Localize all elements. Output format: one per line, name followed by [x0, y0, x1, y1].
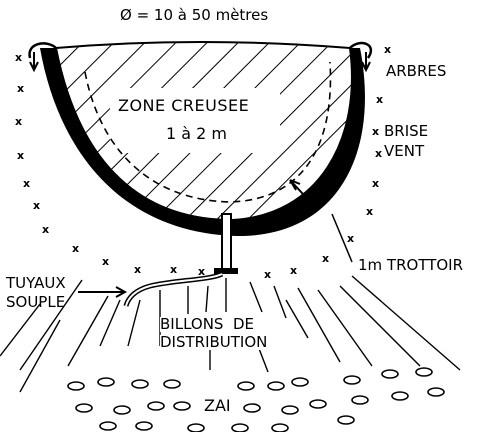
- hose-pointer-arrow: [78, 286, 128, 298]
- windbreak-label-line1: BRISE: [384, 122, 429, 140]
- tree-marker: x: [23, 177, 31, 190]
- tree-marker: x: [264, 268, 272, 281]
- diameter-label: Ø = 10 à 50 mètres: [120, 6, 269, 24]
- windbreak-label-line2: VENT: [384, 142, 425, 160]
- trees-label: ARBRES: [386, 62, 447, 80]
- tree-marker: x: [384, 43, 392, 56]
- flexible-hose-inner: [125, 273, 223, 307]
- depth-label: 1 à 2 m: [166, 124, 228, 143]
- dug-zone-label: ZONE CREUSEE: [118, 96, 250, 115]
- zai-pits: [67, 367, 445, 432]
- hose-label-line1: TUYAUX: [6, 274, 66, 292]
- tree-marker: x: [290, 264, 298, 277]
- tree-marker: x: [376, 93, 384, 106]
- zai-label: ZAI: [204, 396, 231, 415]
- distribution-ridges: [0, 275, 461, 393]
- tree-marker: x: [322, 252, 330, 265]
- sidewalk-label: 1m TROTTOIR: [358, 256, 464, 274]
- inner-dashed-outline: [84, 61, 332, 203]
- tree-marker: x: [15, 51, 23, 64]
- sidewalk-pointer: [331, 213, 353, 263]
- right-rim-curl: [349, 41, 373, 59]
- left-rim-curl: [28, 42, 57, 59]
- outlet-collar: [214, 268, 238, 274]
- tree-marker: x: [17, 149, 25, 162]
- sidewalk-band: [40, 48, 365, 237]
- tree-marker: x: [372, 177, 380, 190]
- hose-label-line2: SOUPLE: [6, 293, 66, 311]
- tree-marker: x: [102, 255, 110, 268]
- depth-arrow: [289, 179, 315, 207]
- tree-marker: x: [347, 232, 355, 245]
- tree-marker: x: [198, 265, 206, 278]
- tree-marker: x: [17, 82, 25, 95]
- ridges-label-line2: DISTRIBUTION: [160, 333, 268, 351]
- tree-marker: x: [42, 223, 50, 236]
- outlet-pipe: [221, 213, 232, 273]
- tree-marker: x: [134, 263, 142, 276]
- ridges-label-line1: BILLONS DE: [160, 315, 255, 333]
- tree-marker: x: [15, 115, 23, 128]
- left-rim-arrow: [29, 52, 39, 73]
- tree-marker: x: [372, 125, 380, 138]
- tree-marker: x: [375, 147, 383, 160]
- tree-marker: x: [72, 242, 80, 255]
- tree-marker: x: [366, 205, 374, 218]
- tree-marker: x: [170, 263, 178, 276]
- right-rim-arrow: [361, 52, 371, 73]
- zone-label-box: [110, 88, 280, 153]
- tree-marker: x: [33, 199, 41, 212]
